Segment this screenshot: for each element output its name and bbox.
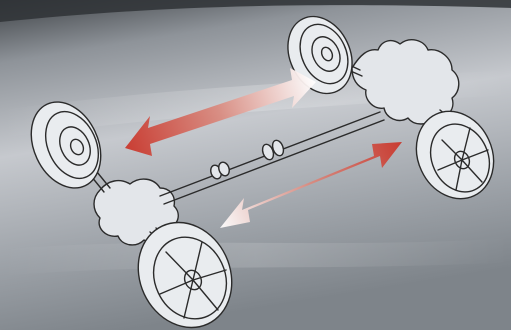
drivetrain-illustration <box>0 0 511 330</box>
drivetrain-svg <box>0 0 511 330</box>
